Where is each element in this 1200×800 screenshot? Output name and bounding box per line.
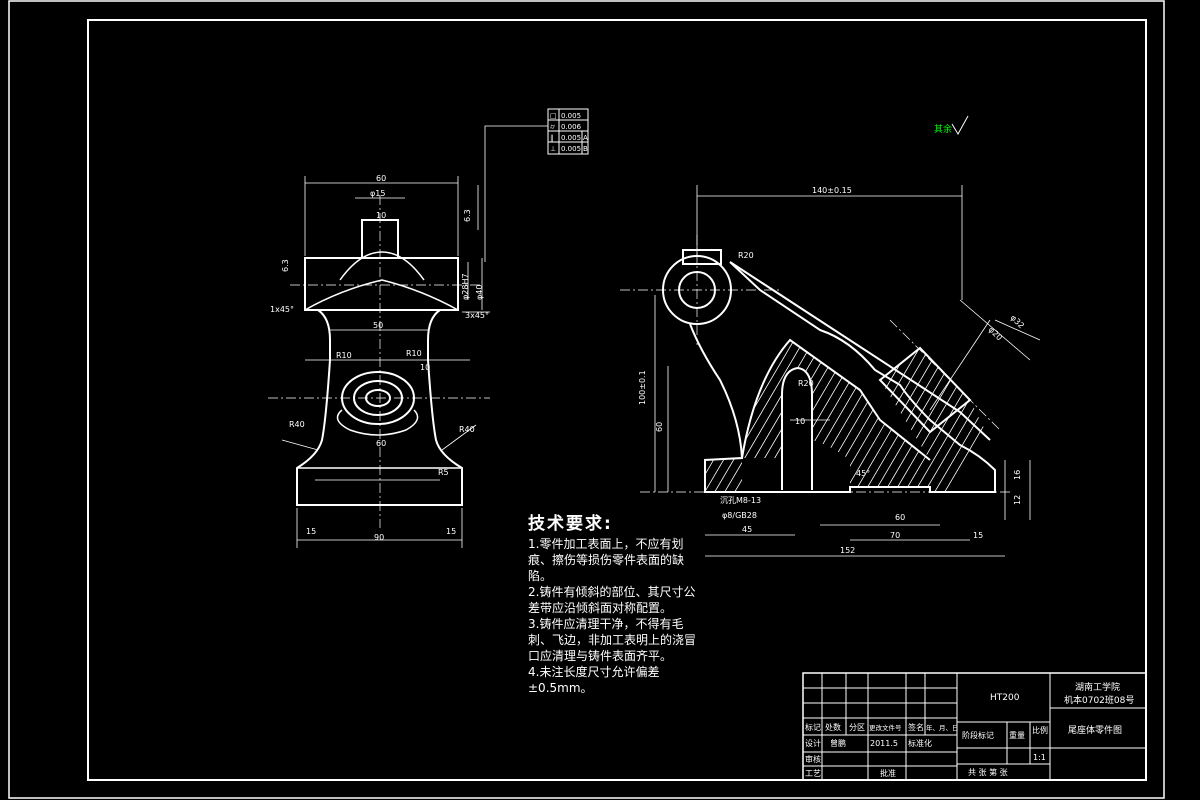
- tol-symbol-3: ∥: [550, 134, 554, 142]
- dim-r-small: R5: [438, 468, 449, 477]
- dim-bore-height: φ40: [475, 285, 484, 300]
- dim-arm: φ20: [987, 325, 1004, 342]
- inner-border: [87, 19, 1147, 781]
- tol-value-3: 0.005: [561, 134, 581, 142]
- dim-r-left: R10: [336, 351, 352, 360]
- tol-value-2: 0.006: [561, 123, 582, 131]
- tb-h-zone: 分区: [849, 723, 865, 732]
- tolerance-frame: [547, 108, 589, 155]
- tol-symbol-2: ⌭: [550, 123, 555, 131]
- tb-std-label: 标准化: [908, 738, 932, 748]
- dim-60: 60: [895, 513, 905, 522]
- tb-stage-label: 阶段标记: [962, 730, 994, 740]
- dim-r-bottom-left: R40: [289, 420, 305, 429]
- tech-requirements-title: 技术要求:: [528, 514, 613, 534]
- dim-16: 16: [1013, 470, 1022, 480]
- dim-12: 12: [1013, 495, 1022, 505]
- tb-design-label: 设计: [805, 738, 821, 748]
- dim-chamfer-left: 1x45°: [270, 305, 294, 314]
- tb-h-mark: 标记: [805, 722, 821, 732]
- dim-arm-2: φ32: [1009, 313, 1026, 330]
- tb-h-sign: 签名: [908, 722, 924, 732]
- tb-drawing-name: 尾座体零件图: [1068, 724, 1122, 736]
- tb-h-file: 更改文件号: [869, 723, 902, 732]
- tb-sheet-info: 共 张 第 张: [968, 767, 1008, 777]
- dim-bottom-right: 15: [446, 527, 456, 536]
- side-view: [662, 249, 996, 493]
- tol-symbol-4: ⊥: [550, 145, 556, 153]
- front-view-centerlines: [268, 195, 490, 528]
- tol-symbol-1: □: [550, 112, 557, 120]
- dim-bottom-left: 15: [306, 527, 316, 536]
- title-block: [802, 672, 1147, 781]
- side-view-dim-text: 140±0.15 R20 100±0.1 60 R20 45° 10 45 60…: [638, 186, 1026, 555]
- roughness-note: 其余: [934, 123, 952, 135]
- tb-class: 机本0702班08号: [1064, 694, 1134, 706]
- tb-scale-value: 1:1: [1033, 753, 1046, 762]
- tb-review-label: 审核: [805, 754, 821, 764]
- tb-date: 2011.5: [870, 739, 898, 748]
- dim-r-bottom-right: R40: [459, 425, 475, 434]
- dim-top-dia: φ15: [370, 189, 385, 198]
- dim-angle: 45°: [856, 469, 870, 478]
- tolerance-frame-text: □ 0.005 ⌭ 0.006 ∥ 0.005 A ⊥ 0.005 B: [550, 112, 588, 153]
- tol-value-4: 0.005: [561, 145, 581, 153]
- outer-border: [8, 0, 1165, 799]
- dim-inner: 10: [420, 363, 430, 372]
- dim-15: 15: [973, 531, 983, 540]
- dim-overall-width: 60: [376, 174, 386, 183]
- tech-requirements: 技术要求: 1.零件加工表面上，不应有划痕、擦伤等损伤零件表面的缺陷。 2.铸件…: [528, 516, 698, 696]
- dim-r-inner: R20: [798, 379, 814, 388]
- tb-process-label: 工艺: [805, 769, 821, 778]
- dim-70: 70: [890, 531, 900, 540]
- thread-note-1: 沉孔M8-13: [720, 496, 761, 505]
- tol-value-1: 0.005: [561, 112, 581, 120]
- dim-bore: φ28H7: [461, 273, 470, 300]
- tech-requirement-1: 1.零件加工表面上，不应有划痕、擦伤等损伤零件表面的缺陷。: [528, 537, 685, 583]
- tb-h-count: 处数: [825, 722, 841, 732]
- thread-note-2: φ8/GB28: [722, 511, 757, 520]
- tech-requirement-2: 2.铸件有倾斜的部位、其尺寸公差带应沿倾斜面对称配置。: [528, 585, 696, 615]
- dim-neck: 50: [373, 321, 383, 330]
- roughness-symbol-icon: [951, 115, 969, 135]
- dim-top-length: 140±0.15: [812, 186, 852, 195]
- side-view-centerlines: [620, 235, 1010, 493]
- tol-datum-3: A: [583, 134, 588, 142]
- tb-approve-label: 批准: [880, 768, 896, 778]
- dim-10: 10: [795, 417, 805, 426]
- front-view-dims: [281, 125, 548, 548]
- tech-requirement-3: 3.铸件应清理干净，不得有毛刺、飞边，非加工表明上的浇冒口应清理与铸件表面齐平。: [528, 617, 697, 663]
- title-block-text: HT200 湖南工学院 机本0702班08号 尾座体零件图 阶段标记 重量 比例…: [805, 681, 1134, 778]
- dim-45: 45: [742, 525, 752, 534]
- tech-requirement-4: 4.未注长度尺寸允许偏差±0.5mm。: [528, 665, 660, 695]
- roughness-top-right: 6.3: [463, 209, 472, 222]
- tb-material: HT200: [990, 693, 1020, 703]
- dim-height-inner: 60: [655, 422, 664, 432]
- tb-h-date: 年、月、日: [926, 723, 959, 732]
- tol-datum-4: B: [583, 145, 588, 153]
- tb-school: 湖南工学院: [1075, 681, 1120, 693]
- dim-r-right: R10: [406, 349, 422, 358]
- tb-designer: 曾鹏: [830, 738, 846, 748]
- dim-base-height: 60: [376, 439, 386, 448]
- roughness-top-left: 6.3: [281, 259, 290, 272]
- dim-slot: 10: [376, 211, 386, 220]
- dim-bottom-total: 90: [374, 533, 384, 542]
- front-view: [296, 219, 463, 506]
- tb-weight-label: 重量: [1009, 730, 1025, 740]
- front-view-dim-text: 60 φ15 10 1x45° 3x45° φ28H7 φ40 50 R10 R…: [270, 174, 489, 542]
- side-view-dims: [654, 185, 1041, 557]
- dim-152: 152: [840, 546, 855, 555]
- dim-height-total: 100±0.1: [638, 370, 647, 405]
- dim-chamfer-right: 3x45°: [465, 311, 489, 320]
- dim-r-top: R20: [738, 251, 754, 260]
- tb-scale-label: 比例: [1032, 725, 1048, 735]
